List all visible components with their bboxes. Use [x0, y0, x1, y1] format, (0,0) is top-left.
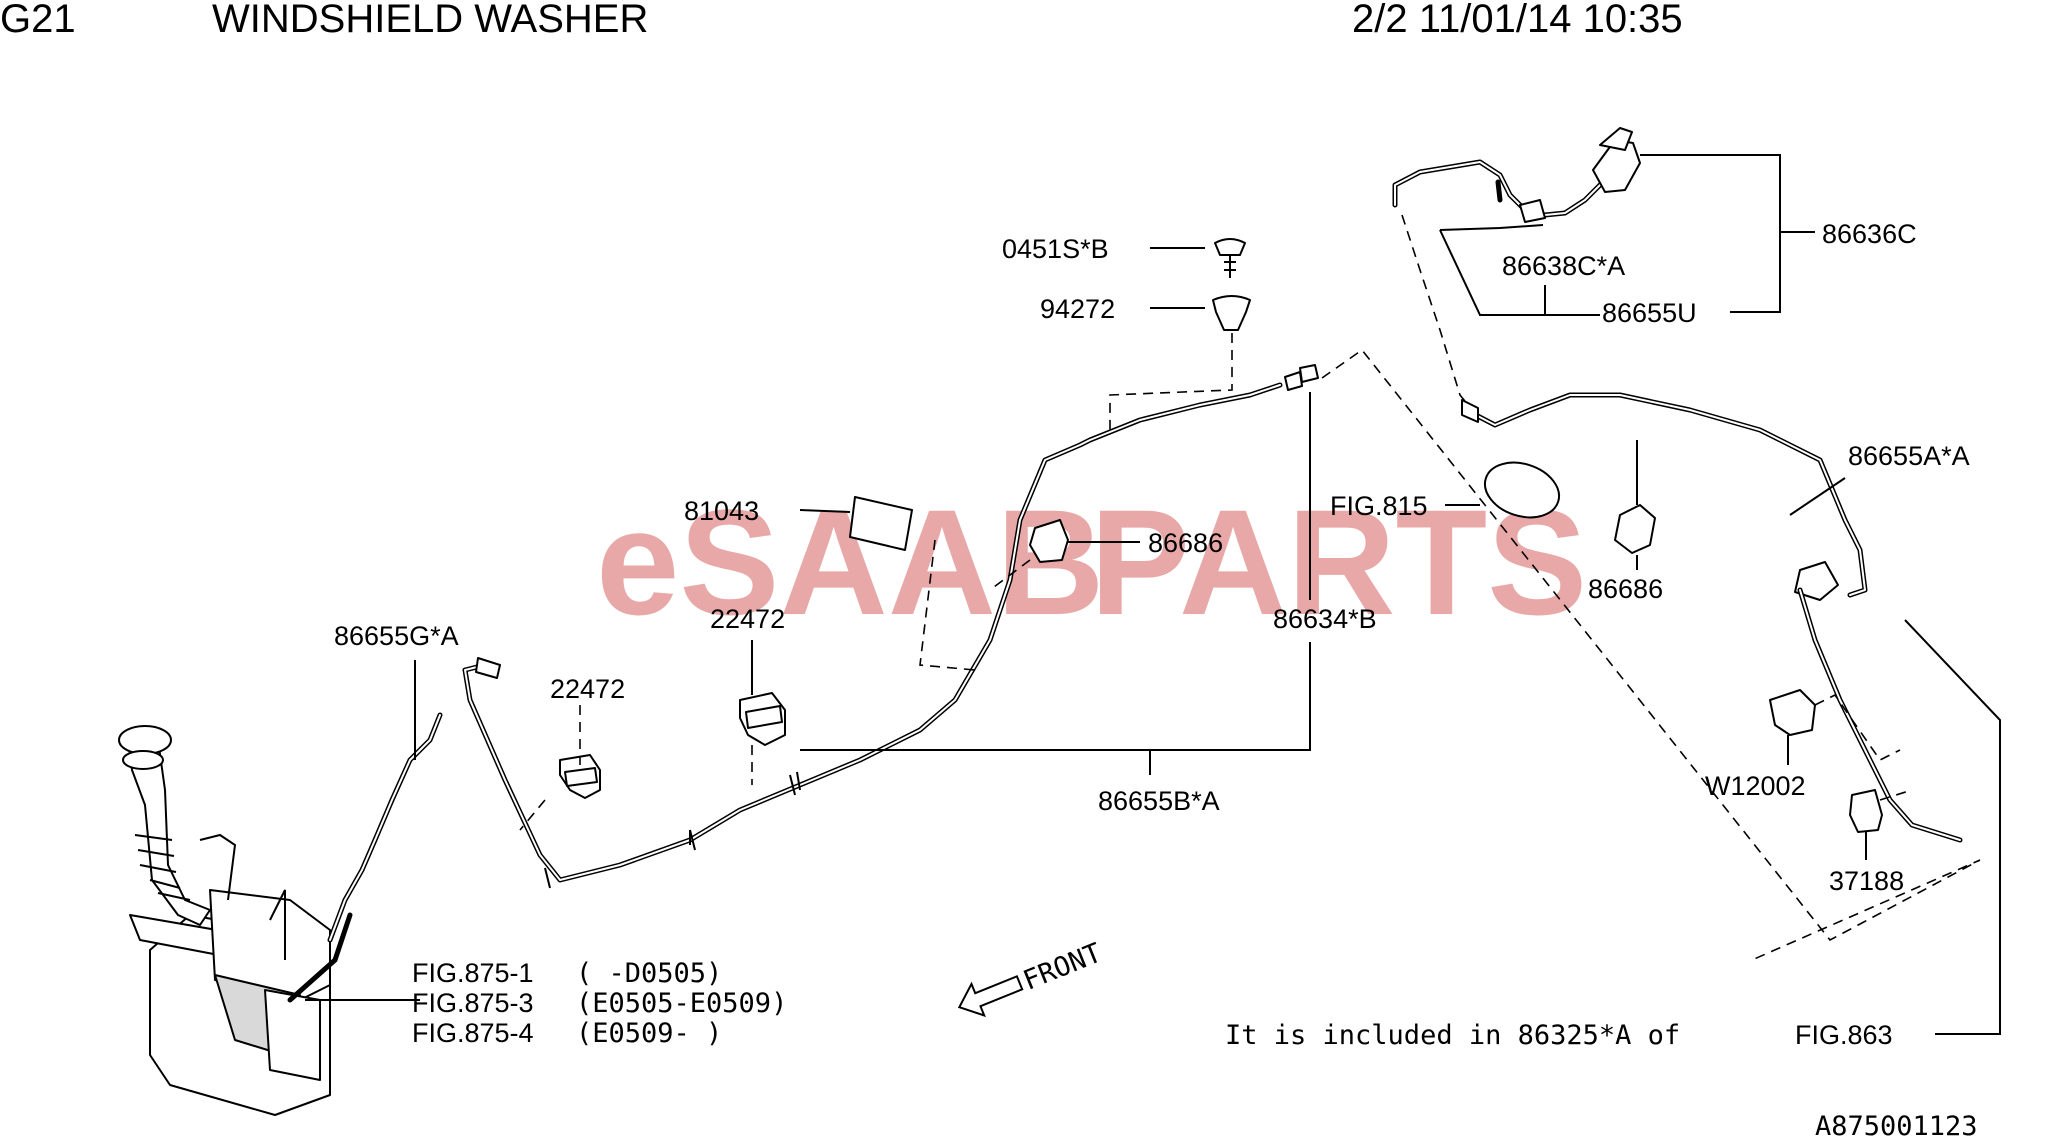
fig875-4-range: (E0509- ) [576, 1018, 722, 1049]
hose-86655g-a-inner [329, 714, 441, 941]
callout-86655u: 86655U [1602, 298, 1697, 328]
fig875-4-label: FIG.875-4 [412, 1018, 534, 1048]
washer-nozzle-tip [1599, 127, 1633, 151]
hose-86655b-a-inner [464, 384, 1281, 881]
clip-22472-upper [739, 692, 786, 746]
fig875-3-label: FIG.875-3 [412, 988, 534, 1018]
bracket-86636c [1640, 154, 1781, 313]
tank-outlet-hose [287, 912, 353, 1003]
leader-note [1904, 619, 2001, 1035]
leader-86638c-a [1439, 224, 1544, 231]
front-arrow: FRONT [957, 938, 1106, 1018]
tank-bracket-tab [269, 889, 286, 960]
watermark-esaab: eSAAB [596, 478, 1104, 646]
filler-cap [118, 725, 172, 755]
fig875-3-range: (E0505-E0509) [576, 988, 787, 1019]
hose-end-fitting [475, 657, 501, 679]
callout-86655a-a: 86655A*A [1848, 441, 1970, 471]
callout-86686-center: 86686 [1148, 528, 1223, 558]
hose-to-37188-inner [1799, 589, 1961, 841]
fig815-grommet [1483, 461, 1561, 519]
washer-tank-assembly [118, 712, 443, 1116]
check-valve-86634b [1284, 371, 1303, 391]
washer-pump [264, 989, 321, 1081]
callout-86686-right: 86686 [1588, 574, 1663, 604]
filler-cap-ring [122, 750, 164, 770]
fig875-1-label: FIG.875-1 [412, 958, 534, 988]
diagram-title: WINDSHIELD WASHER [212, 0, 648, 41]
bracket-w12002 [1769, 689, 1816, 736]
dash-81043 [919, 539, 976, 671]
front-arrow-icon [957, 975, 1024, 1018]
callout-94272: 94272 [1040, 294, 1115, 324]
hose-joint-stub [1495, 179, 1503, 203]
front-label: FRONT [1019, 938, 1106, 997]
hose-86655g-a [327, 712, 443, 943]
leader-81043 [799, 509, 851, 513]
dash-boundary [1321, 348, 1981, 961]
callout-81043: 81043 [684, 496, 759, 526]
washer-pump-body [209, 889, 331, 1001]
joint-86638c-a [1519, 199, 1546, 223]
screw-thread [1224, 255, 1236, 278]
callout-86634-b: 86634*B [1273, 604, 1377, 634]
clip-86686-center [1029, 519, 1069, 563]
note-fig863: FIG.863 [1795, 1020, 1893, 1050]
fig875-refs: FIG.875-1 ( -D0505) FIG.875-3 (E0505-E05… [412, 958, 787, 1049]
hose-to-37188 [1797, 587, 1963, 843]
callout-86655b-a: 86655B*A [1098, 786, 1220, 816]
callout-0451s-b: 0451S*B [1002, 234, 1109, 264]
label-81043 [849, 496, 913, 551]
leader-86655b-a-bracket [800, 642, 1311, 751]
diagram-id: A875001123 [1815, 1111, 1978, 1141]
page-info: 2/2 11/01/14 10:35 [1352, 0, 1683, 41]
hose-clip-ticks [544, 771, 801, 889]
clip-37188 [1849, 789, 1883, 833]
clip-22472-lower [559, 754, 601, 799]
tank-wire [199, 833, 237, 901]
dash-94272 [1109, 333, 1233, 435]
callout-fig815: FIG.815 [1330, 491, 1428, 521]
callout-37188: 37188 [1829, 866, 1904, 896]
callout-22472-lower: 22472 [550, 674, 625, 704]
callout-86655g-a: 86655G*A [334, 621, 459, 651]
screw-0451s-b [1214, 238, 1246, 278]
grommet-body [1212, 295, 1251, 331]
hose-86655a-a-inner [1469, 394, 1866, 596]
hose-end-86655a [1461, 399, 1479, 423]
leader-22472-lower [519, 705, 581, 831]
callout-86638c-a: 86638C*A [1502, 251, 1625, 281]
callout-86636c: 86636C [1822, 219, 1917, 249]
note-text: It is included in 86325*A of [1225, 1020, 1680, 1051]
clip-22472-upper-slot [745, 705, 783, 729]
check-valve-nozzle [1299, 364, 1319, 383]
grommet-94272 [1212, 295, 1251, 331]
right-hose-assembly [1392, 127, 1963, 843]
hose-86655u-inner [1394, 161, 1616, 216]
callout-22472-upper: 22472 [710, 604, 785, 634]
clip-22472-slot [564, 767, 598, 787]
screw-head [1214, 238, 1246, 256]
callout-w12002: W12002 [1705, 771, 1806, 801]
dash-hose-route [1401, 214, 1481, 421]
main-hose-assembly [462, 364, 1319, 889]
clip-86686-right [1614, 504, 1656, 554]
dash-w12002 [1814, 693, 1901, 762]
dash-86686-center [989, 559, 1031, 591]
hose-clips-marks [689, 774, 796, 851]
filler-neck-ribs [134, 834, 191, 901]
diagram-code: G21 [0, 0, 76, 41]
leader-86655a-a [1789, 477, 1846, 516]
fig875-1-range: ( -D0505) [576, 958, 722, 989]
connector-hose [1794, 561, 1839, 601]
leader-86655u-a [1439, 229, 1546, 316]
dash-37188 [1879, 789, 1913, 801]
